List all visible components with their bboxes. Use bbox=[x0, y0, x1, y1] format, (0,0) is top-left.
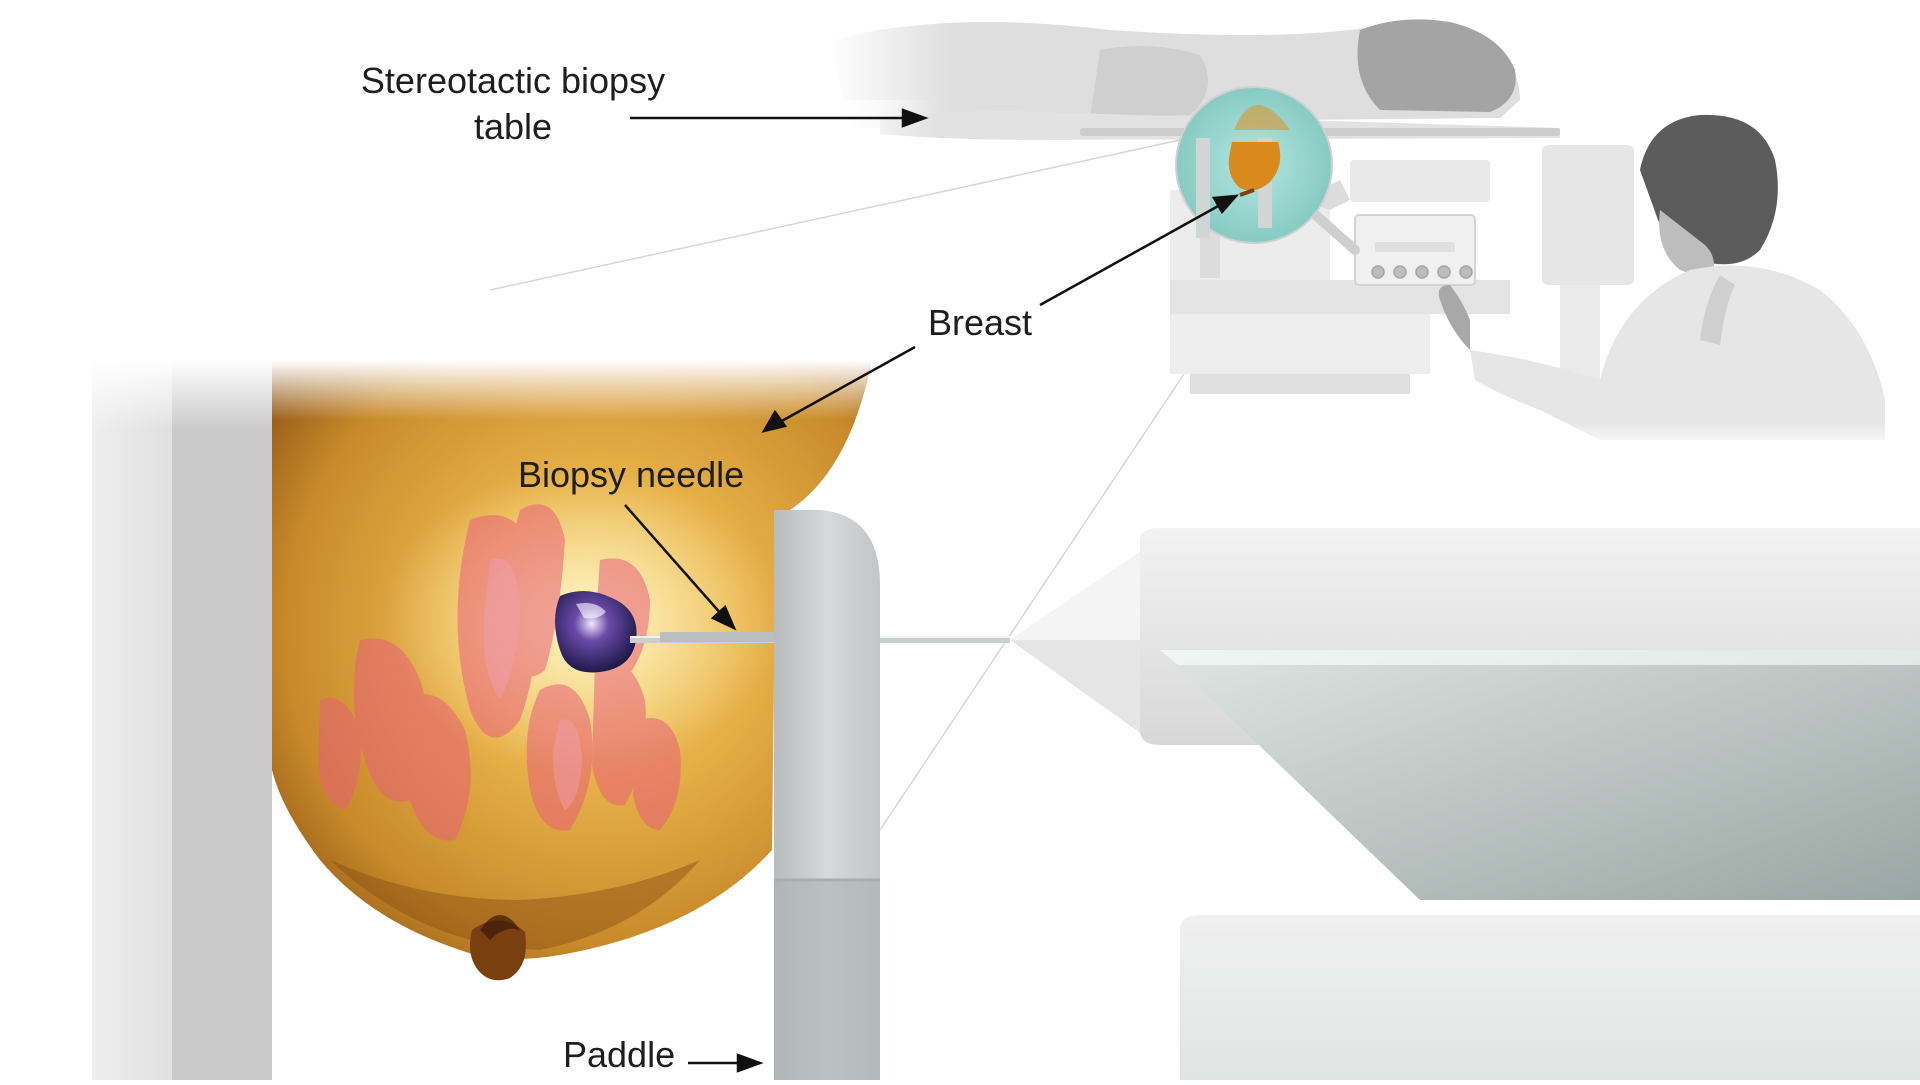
biopsy-needle-label: Biopsy needle bbox=[518, 454, 745, 495]
device-base bbox=[1180, 915, 1920, 1080]
lesion bbox=[555, 590, 637, 673]
biopsy-device bbox=[1010, 528, 1920, 900]
breast-label: Breast bbox=[928, 302, 1033, 343]
left-compression-plate bbox=[92, 360, 272, 1080]
label-arrows bbox=[624, 108, 1239, 1073]
paddle bbox=[774, 510, 880, 1080]
zoom-circle bbox=[1175, 86, 1333, 244]
technician-figure bbox=[1438, 114, 1900, 450]
paddle-label: Paddle bbox=[563, 1034, 676, 1075]
glandular-lobes bbox=[318, 504, 681, 841]
